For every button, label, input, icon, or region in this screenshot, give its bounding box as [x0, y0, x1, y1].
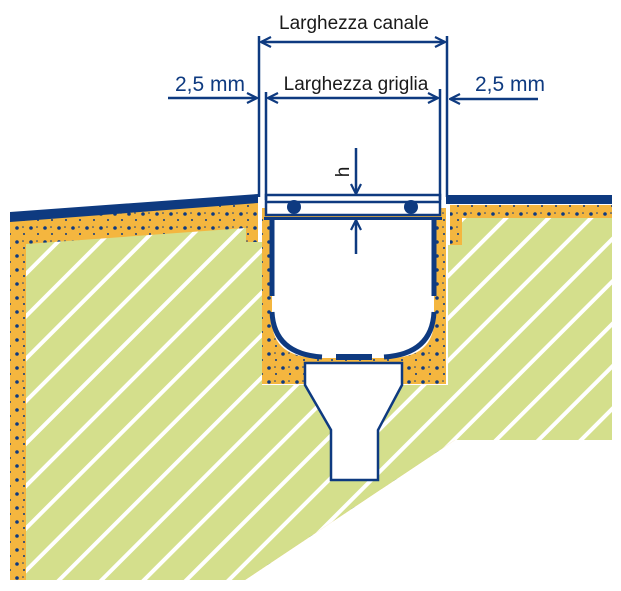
height-label: h — [333, 167, 354, 178]
gap-right-label: 2,5 mm — [475, 73, 545, 96]
grate-support-left — [287, 200, 301, 214]
channel-wall-right — [383, 220, 437, 360]
grate-width-label: Larghezza griglia — [284, 74, 429, 95]
outlet-pipe — [303, 361, 404, 482]
grate — [264, 193, 442, 220]
channel-width-label: Larghezza canale — [279, 13, 429, 34]
channel-bottom — [336, 354, 372, 360]
floor-finish-right — [446, 195, 612, 204]
channel-body — [272, 220, 434, 358]
grate-support-right — [404, 200, 418, 214]
floor-finish-left — [10, 194, 258, 222]
gap-left-label: 2,5 mm — [175, 73, 245, 96]
channel-wall-left — [269, 220, 323, 360]
